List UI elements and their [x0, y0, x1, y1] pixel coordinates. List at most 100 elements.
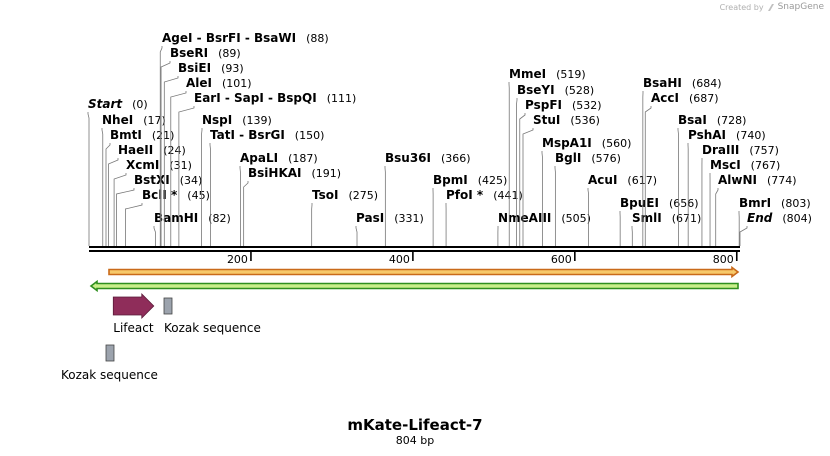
- enzyme-position: (687): [689, 92, 719, 105]
- enzyme-position: (617): [627, 174, 657, 187]
- enzyme-position: (101): [222, 77, 252, 90]
- enzyme-site-line: [519, 113, 526, 246]
- enzyme-name: BsiEI: [178, 61, 211, 75]
- enzyme-position: (803): [781, 197, 811, 210]
- enzyme-name: End: [747, 211, 773, 225]
- enzyme-position: (139): [242, 114, 272, 127]
- enzyme-position: (89): [218, 47, 241, 60]
- enzyme-position: (774): [767, 174, 797, 187]
- enzyme-site-line: [125, 203, 143, 246]
- enzyme-name: TatI - BsrGI: [210, 128, 285, 142]
- enzyme-position: (17): [143, 114, 166, 127]
- enzyme-position: (111): [327, 92, 357, 105]
- enzyme-site-line: [587, 188, 589, 246]
- enzyme-name: ApaLI: [240, 151, 278, 165]
- enzyme-name: EarI - SapI - BspQI: [194, 91, 317, 105]
- feature-label: Lifeact: [113, 321, 154, 335]
- credit-prefix: Created by: [719, 2, 764, 12]
- enzyme-site-line: [739, 226, 748, 246]
- enzyme-position: (560): [602, 137, 632, 150]
- enzyme-site-line: [116, 188, 135, 246]
- enzyme-name: MspA1I: [542, 136, 592, 150]
- feature-kozak-box: [163, 297, 173, 315]
- enzyme-site-line: [715, 188, 719, 246]
- enzyme-position: (536): [570, 114, 600, 127]
- enzyme-name: DraIII: [702, 143, 739, 157]
- enzyme-position: (187): [288, 152, 318, 165]
- enzyme-name: SmlI: [632, 211, 662, 225]
- credit-brand: SnapGene: [777, 2, 824, 12]
- enzyme-position: (331): [394, 212, 424, 225]
- enzyme-site-line: [160, 61, 171, 246]
- enzyme-name: XcmI: [126, 158, 159, 172]
- enzyme-position: (804): [782, 212, 812, 225]
- enzyme-name: AcuI: [588, 173, 617, 187]
- ruler-tick-label: 600: [551, 253, 572, 266]
- map-length: 804 bp: [396, 434, 434, 447]
- feature-label: Kozak sequence: [61, 368, 158, 382]
- enzyme-name: BmrI: [739, 196, 771, 210]
- enzyme-site-line: [522, 128, 534, 246]
- enzyme-site-line: [644, 106, 652, 246]
- enzyme-position: (31): [169, 159, 192, 172]
- enzyme-position: (24): [163, 144, 186, 157]
- enzyme-name: NmeAIII: [498, 211, 551, 225]
- enzyme-position: (93): [221, 62, 244, 75]
- enzyme-site-line: [108, 158, 119, 246]
- enzyme-site-line: [355, 226, 358, 246]
- enzyme-position: (528): [565, 84, 595, 97]
- enzyme-name: MscI: [710, 158, 741, 172]
- forward-translation-arrow: [108, 265, 740, 279]
- map-title: mKate-Lifeact-7: [347, 416, 482, 434]
- enzyme-position: (532): [572, 99, 602, 112]
- enzyme-position: (191): [312, 167, 342, 180]
- ruler-tick-label: 400: [389, 253, 410, 266]
- enzyme-name: Start: [88, 97, 123, 111]
- enzyme-position: (425): [478, 174, 508, 187]
- enzyme-position: (767): [751, 159, 781, 172]
- enzyme-name: BmtI: [110, 128, 142, 142]
- enzyme-position: (82): [208, 212, 231, 225]
- enzyme-name: BsaHI: [643, 76, 682, 90]
- enzyme-name: Bsu36I: [385, 151, 431, 165]
- enzyme-position: (740): [736, 129, 766, 142]
- enzyme-name: HaeII: [118, 143, 153, 157]
- ruler-tick-label: 800: [713, 253, 734, 266]
- enzyme-name: BamHI: [154, 211, 198, 225]
- enzyme-name: TsoI: [312, 188, 338, 202]
- enzyme-position: (576): [591, 152, 621, 165]
- feature-lifeact-arrow: [112, 293, 155, 319]
- ruler-tick-label: 200: [227, 253, 248, 266]
- enzyme-position: (757): [749, 144, 779, 157]
- enzyme-site-line: [101, 128, 104, 246]
- enzyme-position: (34): [180, 174, 203, 187]
- reverse-translation-arrow: [89, 279, 739, 293]
- enzyme-position: (275): [348, 189, 378, 202]
- enzyme-name: StuI: [533, 113, 560, 127]
- enzyme-site-line: [87, 112, 90, 246]
- enzyme-name: AleI: [186, 76, 212, 90]
- enzyme-name: BpuEI: [620, 196, 659, 210]
- snapgene-credit: Created by SnapGene: [720, 2, 824, 12]
- feature-kozak-box: [105, 344, 115, 362]
- enzyme-site-line: [163, 76, 179, 246]
- enzyme-name: BseYI: [517, 83, 555, 97]
- enzyme-name: MmeI: [509, 67, 546, 81]
- enzyme-name: BglI: [555, 151, 581, 165]
- enzyme-site-line: [153, 226, 156, 246]
- feature-label: Kozak sequence: [164, 321, 261, 335]
- enzyme-name: AccI: [651, 91, 679, 105]
- enzyme-position: (45): [187, 189, 210, 202]
- enzyme-position: (505): [561, 212, 591, 225]
- enzyme-position: (0): [132, 98, 148, 111]
- enzyme-site-line: [113, 173, 127, 246]
- enzyme-site-line: [159, 46, 163, 246]
- enzyme-name: AlwNI: [718, 173, 757, 187]
- enzyme-name: BseRI: [170, 46, 208, 60]
- enzyme-site-line: [170, 91, 187, 246]
- enzyme-name: PspFI: [525, 98, 562, 112]
- enzyme-name: AgeI - BsrFI - BsaWI: [162, 31, 296, 45]
- enzyme-position: (366): [441, 152, 471, 165]
- enzyme-position: (441): [493, 189, 523, 202]
